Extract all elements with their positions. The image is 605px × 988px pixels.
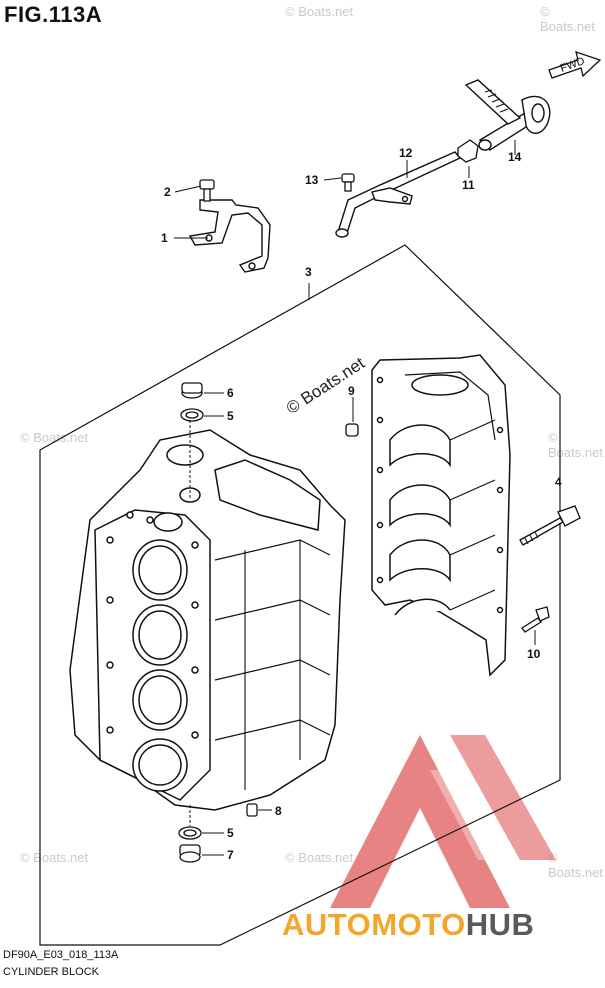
callout-4: 4: [555, 475, 562, 489]
watermark-top-far-right: © Boats.net: [540, 4, 595, 34]
callout-14: 14: [508, 150, 522, 164]
brand-logo-mark: [330, 735, 556, 908]
cylinder-block-part: [69, 429, 346, 811]
bracket-part: [188, 199, 271, 273]
assembly-frame: [39, 244, 561, 946]
small-plug-part: [246, 803, 258, 817]
brand-wordmark: AUTOMOTOHUB: [282, 907, 534, 943]
leader-lines: [174, 140, 561, 856]
pipe-clamp-part: [457, 139, 479, 163]
top-gasket-part: [180, 408, 204, 422]
brand-word-part2: HUB: [465, 907, 535, 942]
callout-13: 13: [305, 173, 319, 187]
long-bolt-part: [519, 505, 581, 546]
watermark-center-low: © Boats.net: [285, 850, 354, 865]
callout-12: 12: [399, 146, 413, 160]
callout-6: 6: [227, 386, 234, 400]
watermark-top-right: © Boats.net: [285, 4, 354, 19]
figure-name: CYLINDER BLOCK: [3, 966, 99, 978]
callout-5-top: 5: [227, 409, 234, 423]
callout-11: 11: [462, 178, 475, 192]
crankcase-part: [371, 354, 511, 677]
bottom-plug-part: [179, 844, 201, 863]
figure-code: DF90A_E03_018_113A: [3, 949, 119, 961]
bottom-gasket-part: [178, 826, 202, 840]
watermark-right-mid: © Boats.net: [548, 430, 603, 460]
callout-2: 2: [164, 185, 171, 199]
short-bolt-part: [521, 606, 550, 633]
watermark-left-low: © Boats.net: [20, 850, 89, 865]
callout-10: 10: [527, 647, 541, 661]
bracket-bolt-part: [199, 179, 215, 202]
dowel-pin-part: [345, 423, 359, 437]
brand-word-part1: AUTOMOTO: [282, 907, 466, 942]
pipe-bolt-part: [341, 173, 355, 192]
callout-5-bottom: 5: [227, 826, 234, 840]
fwd-arrow-icon: [548, 51, 602, 79]
watermark-left-mid: © Boats.net: [20, 430, 89, 445]
callout-7: 7: [227, 848, 234, 862]
top-plug-part: [181, 382, 203, 399]
callout-9: 9: [348, 384, 355, 398]
water-pipe-part: [335, 151, 462, 238]
hose-fitting-part: [464, 79, 551, 151]
callout-8: 8: [275, 804, 282, 818]
callout-3: 3: [305, 265, 312, 279]
callout-1: 1: [161, 231, 168, 245]
figure-title: FIG.113A: [4, 2, 103, 27]
